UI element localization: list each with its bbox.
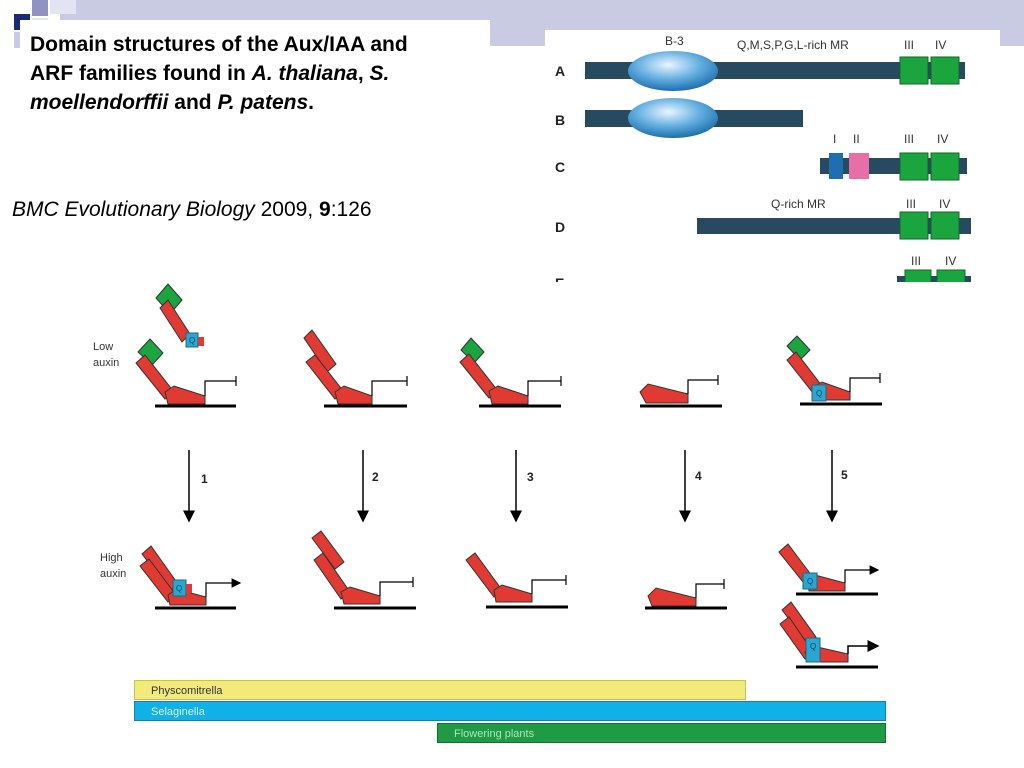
arf-complex-5-high-a: Q bbox=[778, 543, 880, 596]
decoration-square bbox=[32, 0, 48, 16]
arf-complex-2-high bbox=[311, 530, 416, 610]
free-aux-iaa-protein: Q bbox=[155, 283, 204, 348]
domain-structure-diagram: A B C D E B-3 Q,M,S,P,G,L-rich MR III IV… bbox=[555, 34, 971, 282]
low-auxin-label-line1: Low bbox=[93, 341, 113, 353]
high-auxin-label-line1: High bbox=[100, 552, 123, 564]
step-label-5: 5 bbox=[841, 468, 848, 482]
q-label: Q bbox=[189, 336, 195, 345]
arf-complex-3-high bbox=[465, 552, 568, 609]
row-label-b: B bbox=[555, 112, 565, 128]
domain-iv-d bbox=[930, 211, 960, 240]
domain-iv-a bbox=[930, 56, 960, 85]
row-label-c: C bbox=[555, 159, 565, 175]
domain-iv-e bbox=[936, 269, 966, 282]
label-q-rich-mr: Q-rich MR bbox=[771, 197, 826, 211]
label-ii: II bbox=[853, 132, 860, 146]
low-auxin-label-line2: auxin bbox=[93, 357, 119, 369]
arf-complex-3-low bbox=[459, 337, 562, 408]
lineage-bar-selaginella: Selaginella bbox=[134, 701, 886, 721]
domain-iii-c bbox=[899, 152, 929, 181]
step-label-4: 4 bbox=[695, 469, 702, 483]
arf-complex-1-high: Q bbox=[139, 545, 242, 610]
row-label-e: E bbox=[555, 275, 564, 282]
q-label: Q bbox=[816, 389, 822, 398]
decoration-square bbox=[50, 0, 76, 14]
b3-domain-a bbox=[628, 51, 718, 91]
high-auxin-label-line2: auxin bbox=[100, 568, 126, 580]
q-label: Q bbox=[807, 577, 813, 586]
label-iii-d: III bbox=[906, 197, 916, 211]
domain-iv-c bbox=[930, 152, 960, 181]
slide-title: Domain structures of the Aux/IAA and ARF… bbox=[30, 33, 408, 114]
domain-iii-d bbox=[899, 211, 929, 240]
title-background bbox=[20, 20, 490, 160]
label-iv-c: IV bbox=[937, 132, 948, 146]
protein-bar-e bbox=[897, 276, 971, 282]
arf-complex-4-high bbox=[645, 579, 727, 610]
arf-complex-2-low bbox=[303, 329, 408, 408]
label-i: I bbox=[833, 132, 836, 146]
domain-structure-panel: A B C D E B-3 Q,M,S,P,G,L-rich MR III IV… bbox=[545, 30, 1000, 282]
arf-complex-5-high-b: Q bbox=[779, 601, 880, 669]
arf-complex-5-low: Q bbox=[786, 335, 882, 406]
citation: BMC Evolutionary Biology 2009, 9:126 bbox=[12, 198, 372, 221]
b3-domain-b bbox=[628, 98, 718, 138]
lineage-label: Physcomitrella bbox=[151, 685, 223, 697]
row-label-a: A bbox=[555, 63, 565, 79]
q-label: Q bbox=[810, 642, 816, 651]
label-iv-d: IV bbox=[939, 197, 950, 211]
lineage-bar-physcomitrella: Physcomitrella bbox=[134, 680, 746, 700]
lineage-bar-flowering-plants: Flowering plants bbox=[437, 723, 886, 743]
row-label-d: D bbox=[555, 219, 565, 235]
label-iv-e: IV bbox=[945, 254, 956, 268]
step-label-3: 3 bbox=[527, 470, 534, 484]
q-label: Q bbox=[176, 584, 182, 593]
arf-complex-4-low bbox=[639, 375, 722, 408]
step-label-2: 2 bbox=[372, 470, 379, 484]
domain-iii-a bbox=[899, 56, 929, 85]
label-qmspgl-mr: Q,M,S,P,G,L-rich MR bbox=[737, 38, 849, 52]
domain-iii-e bbox=[904, 269, 932, 282]
lineage-label: Selaginella bbox=[151, 706, 205, 718]
label-iii-e: III bbox=[911, 254, 921, 268]
lineage-label: Flowering plants bbox=[454, 728, 535, 740]
domain-i-c bbox=[829, 153, 843, 179]
step-label-1: 1 bbox=[201, 472, 208, 486]
label-iv-a: IV bbox=[935, 38, 946, 52]
domain-ii-c bbox=[849, 153, 869, 179]
label-b3: B-3 bbox=[665, 34, 684, 48]
label-iii-c: III bbox=[904, 132, 914, 146]
arf-complex-1-low bbox=[135, 338, 237, 408]
label-iii-a: III bbox=[904, 38, 914, 52]
